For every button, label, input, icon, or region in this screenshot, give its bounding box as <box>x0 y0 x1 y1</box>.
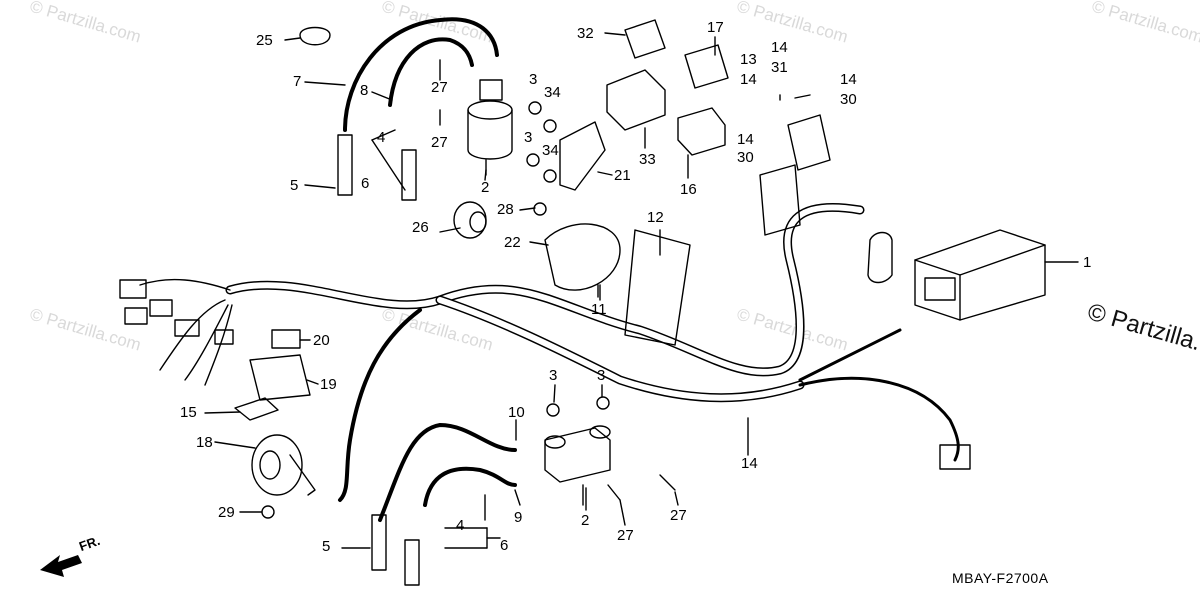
spark-plug-wire-10 <box>378 423 517 522</box>
callout-34: 34 <box>544 84 561 101</box>
callout-17: 17 <box>707 19 724 36</box>
callout-33: 33 <box>639 151 656 168</box>
callout-30: 30 <box>737 149 754 166</box>
callout-25: 25 <box>256 32 273 49</box>
callout-31: 31 <box>771 59 788 76</box>
callout-14: 14 <box>840 71 857 88</box>
callout-2: 2 <box>481 179 490 196</box>
callout-6: 6 <box>361 175 370 192</box>
callout-13: 13 <box>740 51 757 68</box>
callout-21: 21 <box>614 167 631 184</box>
callout-18: 18 <box>196 434 213 451</box>
callout-22: 22 <box>504 234 521 251</box>
callout-32: 32 <box>577 25 594 42</box>
horn <box>251 434 303 496</box>
callout-27: 27 <box>431 134 448 151</box>
callout-6: 6 <box>500 537 509 554</box>
starter-relay <box>467 79 513 176</box>
spark-plug-wire-7 <box>343 17 499 132</box>
callout-14: 14 <box>771 39 788 56</box>
callout-20: 20 <box>313 332 330 349</box>
callout-14: 14 <box>737 131 754 148</box>
ignition-coil <box>544 425 611 506</box>
callout-19: 19 <box>320 376 337 393</box>
callout-27: 27 <box>670 507 687 524</box>
callout-1: 1 <box>1083 254 1092 271</box>
callout-11: 11 <box>591 301 607 318</box>
spark-plug-wire-9 <box>423 466 517 507</box>
callout-34: 34 <box>542 142 559 159</box>
callout-12: 12 <box>647 209 664 226</box>
callout-8: 8 <box>360 82 369 99</box>
callout-28: 28 <box>497 201 514 218</box>
drawing-code: MBAY-F2700A <box>952 570 1049 586</box>
callout-10: 10 <box>508 404 525 421</box>
callout-27: 27 <box>617 527 634 544</box>
callout-15: 15 <box>180 404 197 421</box>
callout-3: 3 <box>549 367 558 384</box>
callout-29: 29 <box>218 504 235 521</box>
callout-7: 7 <box>293 73 302 90</box>
callout-9: 9 <box>514 509 523 526</box>
callout-4: 4 <box>377 129 386 146</box>
callout-16: 16 <box>680 181 697 198</box>
callout-5: 5 <box>322 538 331 555</box>
callout-14: 14 <box>740 71 757 88</box>
callout-27: 27 <box>431 79 448 96</box>
callout-2: 2 <box>581 512 590 529</box>
callout-5: 5 <box>290 177 299 194</box>
callout-3: 3 <box>524 129 533 146</box>
callout-14: 14 <box>741 455 758 472</box>
callout-30: 30 <box>840 91 857 108</box>
spark-plug-wire-8 <box>388 37 474 107</box>
callout-4: 4 <box>456 517 465 534</box>
front-arrow-icon <box>40 555 82 577</box>
callout-3: 3 <box>597 367 606 384</box>
callout-26: 26 <box>412 219 429 236</box>
ecu-module <box>914 229 1079 321</box>
callout-3: 3 <box>529 71 538 88</box>
